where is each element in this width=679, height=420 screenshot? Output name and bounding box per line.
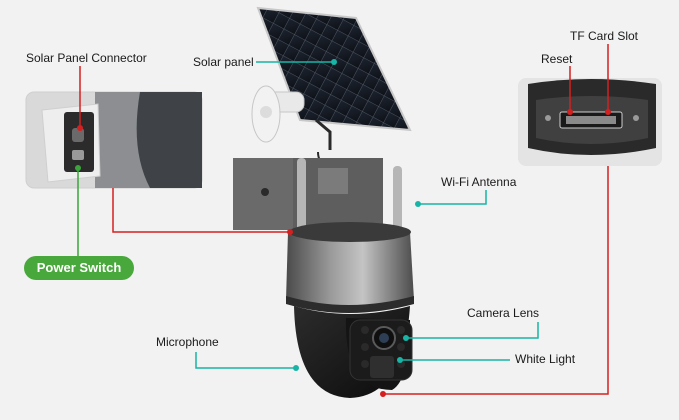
label-white-light: White Light [515, 352, 576, 366]
camera-body [286, 222, 414, 313]
label-power-switch: Power Switch [24, 256, 134, 280]
label-microphone: Microphone [156, 335, 219, 349]
camera-wall-plate [233, 158, 383, 230]
label-wifi-antenna: Wi-Fi Antenna [441, 175, 517, 189]
label-solar-panel: Solar panel [193, 55, 254, 69]
panel-mount-bracket [251, 85, 332, 167]
callout-lines [75, 44, 611, 397]
label-solar-panel-connector: Solar Panel Connector [26, 51, 147, 65]
label-tf-card-slot: TF Card Slot [570, 29, 639, 43]
label-reset: Reset [541, 52, 573, 66]
connector-inset-photo [25, 91, 203, 189]
label-camera-lens: Camera Lens [467, 306, 540, 320]
camera-dome [294, 306, 413, 398]
tf-card-inset-photo [518, 78, 662, 166]
